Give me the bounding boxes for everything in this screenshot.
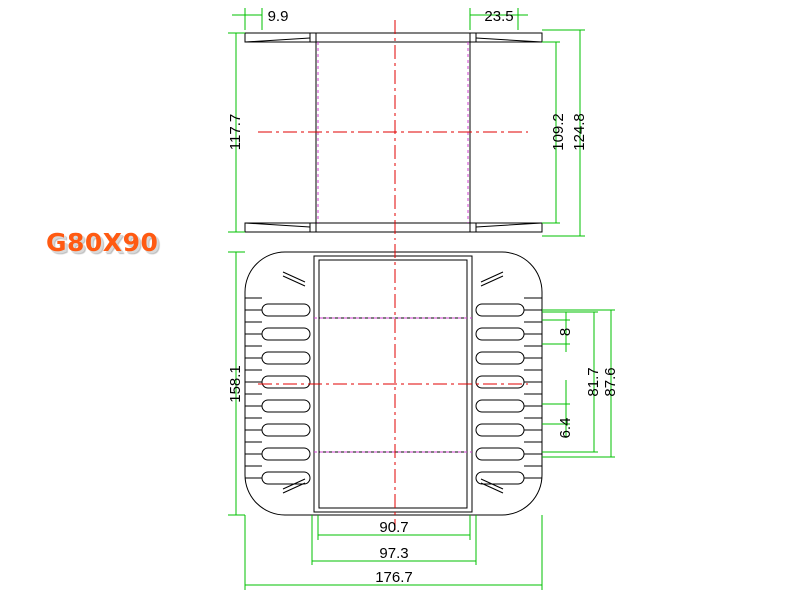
top-flange-upper bbox=[244, 32, 543, 43]
slot-right bbox=[475, 303, 525, 317]
slots-left bbox=[245, 297, 311, 485]
dim-top-left-width: 9.9 bbox=[268, 8, 289, 25]
slots-right bbox=[475, 297, 542, 485]
dim-top-inner-height: 109.2 bbox=[550, 113, 567, 151]
dim-slot-gap: 6.4 bbox=[557, 418, 574, 439]
dim-top-left-height: 117.7 bbox=[227, 114, 244, 150]
dim-width-mid: 97.3 bbox=[379, 545, 408, 562]
model-title: G80X90 bbox=[46, 228, 159, 257]
slot-left bbox=[261, 399, 311, 413]
top-view: 9.9 23.5 117.7 109.2 124.8 bbox=[227, 8, 588, 240]
slot-left bbox=[261, 351, 311, 365]
dim-slot-span-inner: 81.7 bbox=[585, 367, 602, 396]
slot-left bbox=[261, 423, 311, 437]
dim-width-inner: 90.7 bbox=[379, 519, 408, 536]
dim-top-outer-height: 124.8 bbox=[571, 113, 588, 151]
core-window bbox=[318, 317, 468, 453]
slot-right bbox=[475, 447, 525, 461]
slot-right bbox=[475, 327, 525, 341]
slot-left bbox=[261, 303, 311, 317]
dim-width-overall: 176.7 bbox=[375, 569, 413, 586]
front-view: 158.1 8 6.4 81.7 87.6 90.7 97.3 bbox=[227, 244, 619, 590]
dim-front-height: 158.1 bbox=[227, 365, 244, 403]
slot-left bbox=[261, 327, 311, 341]
slot-right bbox=[475, 399, 525, 413]
slot-left bbox=[261, 471, 311, 485]
dim-slot-pitch: 8 bbox=[557, 328, 574, 336]
dim-slot-span-outer: 87.6 bbox=[602, 367, 619, 396]
dim-top-right-width: 23.5 bbox=[484, 8, 513, 25]
slot-right bbox=[475, 375, 525, 389]
slot-right bbox=[475, 423, 525, 437]
slot-right bbox=[475, 471, 525, 485]
slot-left bbox=[261, 375, 311, 389]
top-flange-lower bbox=[244, 222, 543, 233]
front-outline bbox=[244, 251, 543, 516]
slot-left bbox=[261, 447, 311, 461]
slot-right bbox=[475, 351, 525, 365]
